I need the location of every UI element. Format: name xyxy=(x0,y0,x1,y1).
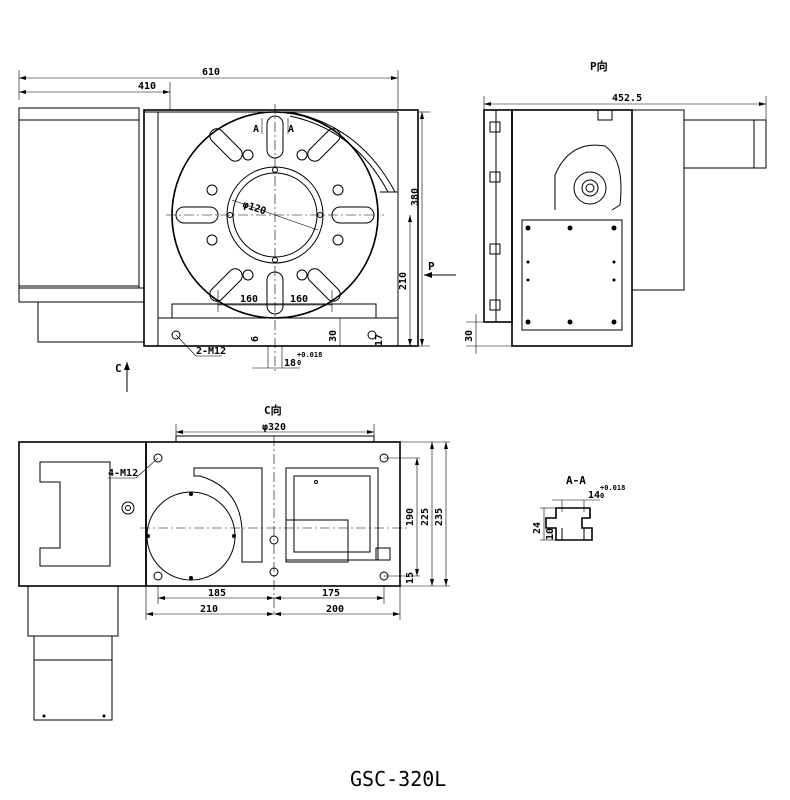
dim-320: φ320 xyxy=(262,422,286,433)
dim-225: 225 xyxy=(420,508,431,526)
dim-bore: φ120 xyxy=(241,199,267,217)
section-aa-title: A-A xyxy=(566,474,586,487)
dim-452-5: 452.5 xyxy=(612,93,642,104)
drawing-title: GSC-320L xyxy=(350,767,446,791)
dim-410: 410 xyxy=(138,81,156,92)
p-view-title: P向 xyxy=(590,59,608,73)
dim-6: 6 xyxy=(250,336,261,342)
dim-235: 235 xyxy=(434,508,445,526)
dim-190: 190 xyxy=(405,508,416,526)
dim-key-tol-lower: 0 xyxy=(297,359,301,367)
c-cover-circle xyxy=(146,491,236,581)
motor-housing xyxy=(18,107,140,289)
section-mark-a-left: A xyxy=(253,124,259,135)
arrow-p-label: P xyxy=(428,260,435,273)
dim-380: 380 xyxy=(410,188,421,206)
main-body xyxy=(143,109,419,347)
holes-2-m12: 2-M12 xyxy=(196,346,226,357)
dim-aa-24: 24 xyxy=(532,522,543,534)
p-flange xyxy=(483,109,513,323)
dim-aa-10: 10 xyxy=(545,528,556,540)
dim-200: 200 xyxy=(326,604,344,615)
dim-key-width: 18 xyxy=(284,358,296,369)
arrow-c-label: C xyxy=(115,362,122,375)
dim-aa-14: 14 xyxy=(588,490,600,501)
p-cover-plate xyxy=(521,219,623,331)
c-view: C向 φ320 4-M12 xyxy=(18,403,450,721)
dim-17: 17 xyxy=(374,334,385,346)
p-view: P向 452.5 30 xyxy=(464,59,767,354)
c-motor xyxy=(33,635,113,721)
top-view: 610 410 xyxy=(18,67,456,392)
dim-30: 30 xyxy=(328,330,339,342)
dim-15: 15 xyxy=(405,572,416,584)
dim-aa-tol-upper: +0.018 xyxy=(600,484,625,492)
dim-175: 175 xyxy=(322,588,340,599)
dim-p-30: 30 xyxy=(464,330,475,342)
dim-210-bottom: 210 xyxy=(200,604,218,615)
dim-185: 185 xyxy=(208,588,226,599)
c-body xyxy=(145,441,401,587)
dim-key-tol-upper: +0.018 xyxy=(297,351,322,359)
section-aa: A-A 14 +0.018 0 24 10 xyxy=(532,474,625,541)
dim-610: 610 xyxy=(202,67,220,78)
dim-slot-left: 160 xyxy=(240,294,258,305)
c-view-title: C向 xyxy=(264,403,282,417)
holes-4-m12: 4-M12 xyxy=(108,468,138,479)
p-motor xyxy=(683,119,767,169)
dim-210: 210 xyxy=(398,272,409,290)
t-slot-section xyxy=(545,507,593,541)
dim-aa-tol-lower: 0 xyxy=(600,492,604,500)
dim-slot-right: 160 xyxy=(290,294,308,305)
section-mark-a-right: A xyxy=(288,124,294,135)
